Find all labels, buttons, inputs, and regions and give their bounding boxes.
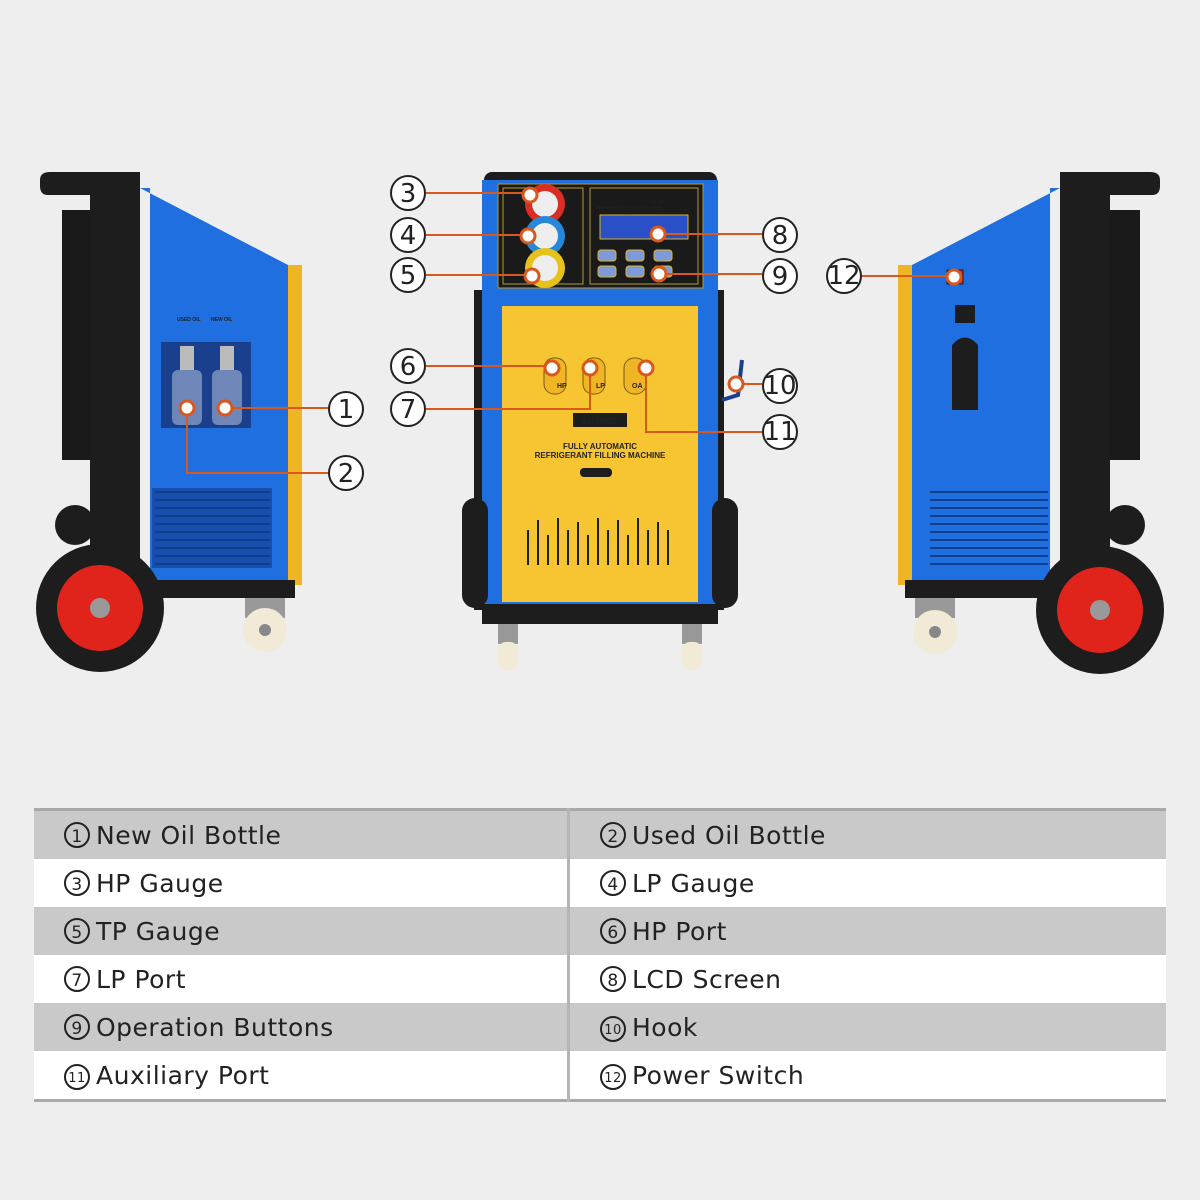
front-model: LM 706 xyxy=(586,471,607,477)
legend-number: 4 xyxy=(600,869,626,896)
legend-label: Hook xyxy=(632,1012,698,1042)
new-oil-label: NEW OIL xyxy=(211,317,232,323)
callout-12: 12 xyxy=(827,261,860,291)
callout-5: 5 xyxy=(400,261,417,291)
legend-label: LP Port xyxy=(96,964,187,994)
legend-label: New Oil Bottle xyxy=(96,820,282,850)
legend-number: 2 xyxy=(600,821,626,848)
brand-logo: AUTOOL xyxy=(580,416,619,426)
left-side-view: USED OIL NEW OIL xyxy=(36,172,302,672)
front-title-1: FULLY AUTOMATIC xyxy=(563,442,637,451)
callout-3: 3 xyxy=(400,179,417,209)
used-oil-label: USED OIL xyxy=(177,317,201,323)
front-title-2: REFRIGERANT FILLING MACHINE xyxy=(535,451,666,460)
oa-port-label: OA xyxy=(632,383,643,390)
legend-number: 5 xyxy=(64,917,90,944)
legend-number: 7 xyxy=(64,965,90,992)
legend-label: TP Gauge xyxy=(96,916,221,946)
callout-4: 4 xyxy=(400,221,417,251)
legend-label: LCD Screen xyxy=(632,964,782,994)
callout-lines xyxy=(186,192,954,474)
legend-label: Used Oil Bottle xyxy=(632,820,826,850)
legend-number: 6 xyxy=(600,917,626,944)
callout-9: 9 xyxy=(772,262,789,292)
callout-10: 10 xyxy=(763,371,796,401)
legend-number: 8 xyxy=(600,965,626,992)
callout-dots xyxy=(178,186,963,417)
callout-8: 8 xyxy=(772,221,789,251)
product-diagram: USED OIL NEW OIL LM 706 REFRIGERANT FILL… xyxy=(36,172,1164,674)
legend-number: 12 xyxy=(600,1063,626,1090)
legend-number: 10 xyxy=(600,1015,626,1042)
callout-7: 7 xyxy=(400,395,417,425)
lp-port-label: LP xyxy=(596,383,605,390)
panel-model: LM 706 xyxy=(650,199,664,204)
hp-port-label: HP xyxy=(557,383,567,390)
panel-title: REFRIGERANT FILLING MACHINE xyxy=(596,205,662,210)
callout-11: 11 xyxy=(763,417,796,447)
legend-label: Operation Buttons xyxy=(96,1012,334,1042)
callout-1: 1 xyxy=(338,395,355,425)
callout-markers xyxy=(328,175,862,491)
front-view: LM 706 REFRIGERANT FILLING MACHINE HP LP… xyxy=(462,172,744,670)
legend-label: Auxiliary Port xyxy=(96,1060,270,1090)
callout-2: 2 xyxy=(338,459,355,489)
legend-number: 9 xyxy=(64,1013,90,1040)
legend-number: 3 xyxy=(64,869,90,896)
right-side-view xyxy=(898,172,1164,674)
legend-label: Power Switch xyxy=(632,1060,805,1090)
legend-number: 11 xyxy=(64,1063,90,1090)
legend-label: LP Gauge xyxy=(632,868,755,898)
legend-label: HP Gauge xyxy=(96,868,224,898)
legend-label: HP Port xyxy=(632,916,727,946)
legend-number: 1 xyxy=(64,821,90,848)
callout-6: 6 xyxy=(400,352,417,382)
